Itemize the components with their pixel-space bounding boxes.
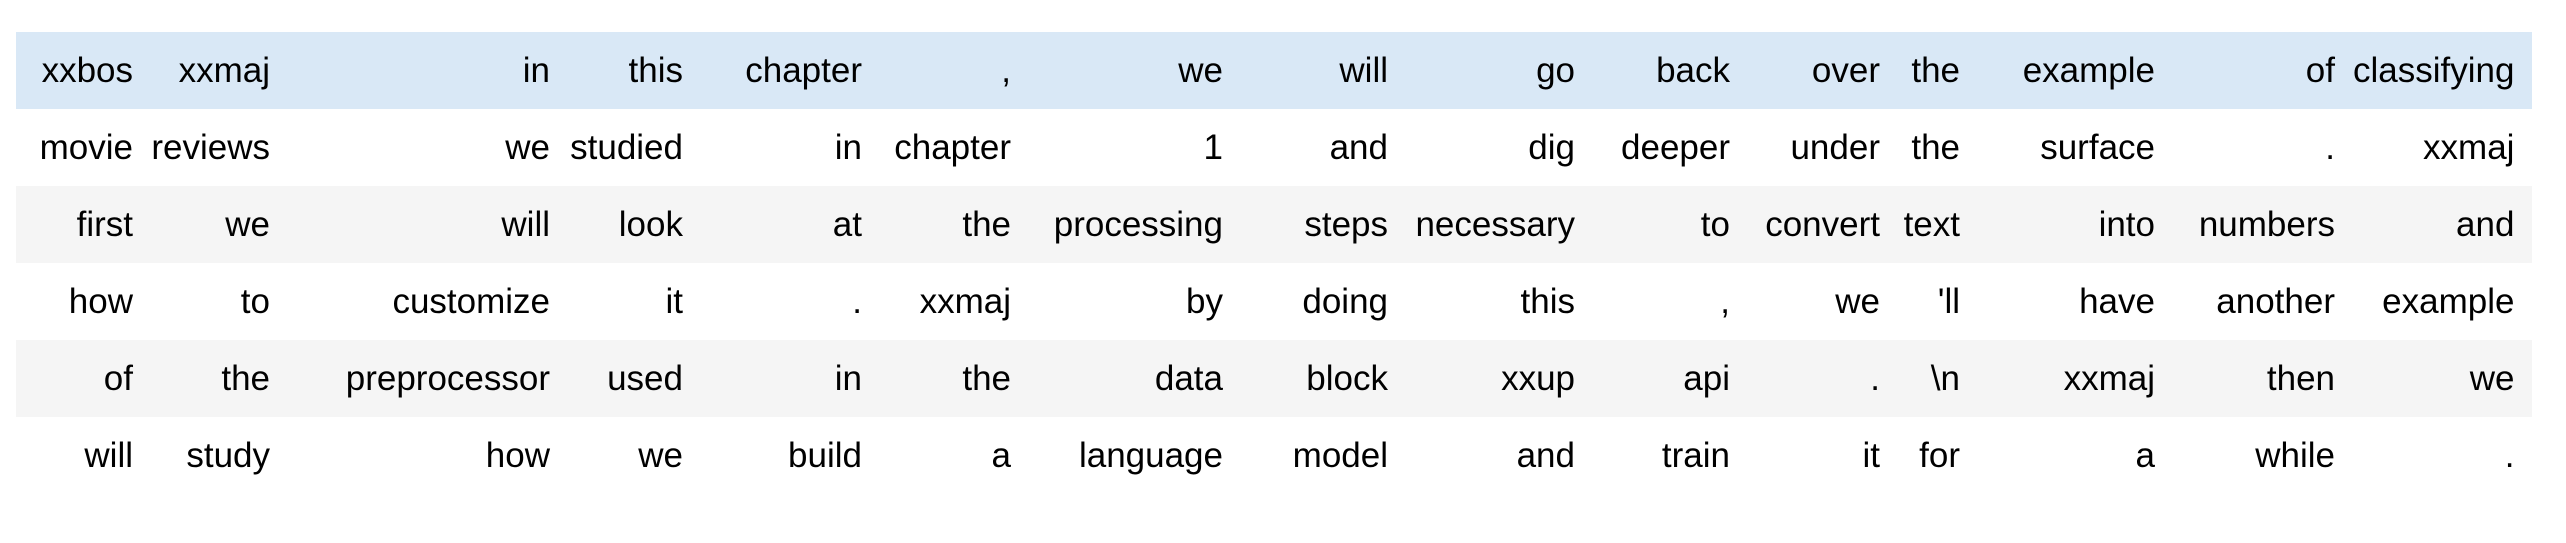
token-cell: in: [701, 340, 880, 417]
token-cell: preprocessor: [288, 340, 568, 417]
token-cell: have: [1978, 263, 2173, 340]
token-cell: doing: [1241, 263, 1406, 340]
token-cell: will: [1241, 32, 1406, 109]
token-cell: we: [151, 186, 288, 263]
token-cell: we: [568, 417, 701, 494]
token-cell: 'll: [1898, 263, 1978, 340]
token-cell: of: [2173, 32, 2353, 109]
token-cell: how: [288, 417, 568, 494]
token-cell: example: [1978, 32, 2173, 109]
token-cell: we: [2353, 340, 2533, 417]
token-cell: go: [1406, 32, 1593, 109]
token-cell: it: [568, 263, 701, 340]
token-cell: of: [16, 340, 151, 417]
token-cell: .: [701, 263, 880, 340]
token-cell: ,: [880, 32, 1029, 109]
token-cell: the: [1898, 32, 1978, 109]
token-cell: xxmaj: [1978, 340, 2173, 417]
token-cell: .: [2353, 417, 2533, 494]
token-cell: .: [2173, 109, 2353, 186]
token-cell: then: [2173, 340, 2353, 417]
token-cell: this: [568, 32, 701, 109]
token-cell: example: [2353, 263, 2533, 340]
token-cell: surface: [1978, 109, 2173, 186]
token-cell: a: [1978, 417, 2173, 494]
token-cell: another: [2173, 263, 2353, 340]
token-cell: study: [151, 417, 288, 494]
token-cell: build: [701, 417, 880, 494]
token-cell: we: [1029, 32, 1241, 109]
token-cell: the: [880, 186, 1029, 263]
token-cell: to: [1593, 186, 1748, 263]
token-cell: chapter: [701, 32, 880, 109]
token-cell: xxmaj: [2353, 109, 2533, 186]
token-cell: language: [1029, 417, 1241, 494]
token-cell: movie: [16, 109, 151, 186]
token-cell: the: [1898, 109, 1978, 186]
token-cell: and: [1241, 109, 1406, 186]
token-cell: xxmaj: [151, 32, 288, 109]
token-cell: into: [1978, 186, 2173, 263]
token-cell: this: [1406, 263, 1593, 340]
token-cell: xxbos: [16, 32, 151, 109]
token-cell: 1: [1029, 109, 1241, 186]
token-cell: \n: [1898, 340, 1978, 417]
token-cell: the: [880, 340, 1029, 417]
token-cell: and: [2353, 186, 2533, 263]
token-cell: api: [1593, 340, 1748, 417]
token-cell: we: [288, 109, 568, 186]
token-cell: first: [16, 186, 151, 263]
token-cell: .: [1748, 340, 1898, 417]
token-cell: over: [1748, 32, 1898, 109]
token-cell: customize: [288, 263, 568, 340]
token-cell: ,: [1593, 263, 1748, 340]
token-cell: processing: [1029, 186, 1241, 263]
token-cell: chapter: [880, 109, 1029, 186]
token-cell: will: [288, 186, 568, 263]
token-cell: deeper: [1593, 109, 1748, 186]
token-cell: look: [568, 186, 701, 263]
token-cell: data: [1029, 340, 1241, 417]
token-cell: it: [1748, 417, 1898, 494]
token-cell: at: [701, 186, 880, 263]
token-cell: necessary: [1406, 186, 1593, 263]
token-cell: xxmaj: [880, 263, 1029, 340]
token-cell: and: [1406, 417, 1593, 494]
token-cell: will: [16, 417, 151, 494]
token-cell: text: [1898, 186, 1978, 263]
token-cell: back: [1593, 32, 1748, 109]
token-cell: train: [1593, 417, 1748, 494]
token-cell: numbers: [2173, 186, 2353, 263]
token-cell: for: [1898, 417, 1978, 494]
token-cell: block: [1241, 340, 1406, 417]
token-cell: xxup: [1406, 340, 1593, 417]
token-cell: convert: [1748, 186, 1898, 263]
token-cell: under: [1748, 109, 1898, 186]
token-cell: reviews: [151, 109, 288, 186]
token-cell: how: [16, 263, 151, 340]
token-cell: a: [880, 417, 1029, 494]
token-cell: used: [568, 340, 701, 417]
token-cell: in: [288, 32, 568, 109]
token-cell: studied: [568, 109, 701, 186]
token-cell: we: [1748, 263, 1898, 340]
token-cell: steps: [1241, 186, 1406, 263]
token-cell: dig: [1406, 109, 1593, 186]
token-cell: in: [701, 109, 880, 186]
token-cell: classifying: [2353, 32, 2533, 109]
token-cell: by: [1029, 263, 1241, 340]
token-cell: to: [151, 263, 288, 340]
token-cell: the: [151, 340, 288, 417]
token-cell: model: [1241, 417, 1406, 494]
token-cell: while: [2173, 417, 2353, 494]
